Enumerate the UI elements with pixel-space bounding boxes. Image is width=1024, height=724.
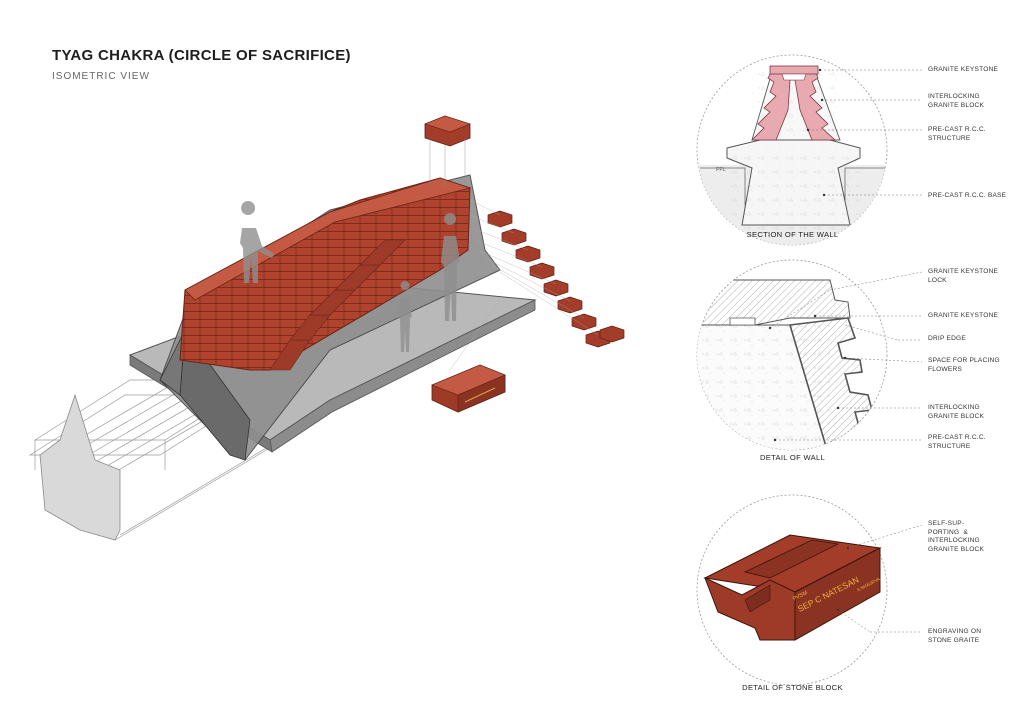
ffl-mark: FFL bbox=[716, 167, 726, 173]
isometric-view bbox=[28, 115, 625, 541]
exploded-engraved-block bbox=[431, 364, 506, 413]
label-interlocking-granite: INTERLOCKING GRANITE BLOCK bbox=[928, 404, 985, 420]
end-profile-ghost bbox=[39, 393, 121, 541]
label-interlocking-block: INTERLOCKING GRANITE BLOCK bbox=[928, 93, 985, 109]
label-flower-space: SPACE FOR PLACING FLOWERS bbox=[928, 357, 1000, 373]
label-granite-keystone: GRANITE KEYSTONE bbox=[928, 66, 999, 73]
caption-section-wall: SECTION OF THE WALL bbox=[746, 230, 839, 239]
wall-detail bbox=[696, 259, 923, 451]
label-rcc-structure: PRE-CAST R.C.C. STRUCTURE bbox=[928, 126, 986, 142]
page-subtitle: ISOMETRIC VIEW bbox=[52, 71, 150, 82]
section-wall-detail: FFL bbox=[696, 54, 922, 246]
label-drip-edge: DRIP EDGE bbox=[928, 335, 966, 342]
label-self-supporting: SELF-SUP- PORTING & INTERLOCKING GRANITE… bbox=[928, 520, 985, 553]
exploded-blocks bbox=[487, 210, 625, 348]
projection-lines bbox=[449, 199, 599, 371]
label-engraving: ENGRAVING ON STONE GRAITE bbox=[928, 628, 982, 644]
label-rcc-base: PRE-CAST R.C.C. BASE bbox=[928, 192, 1007, 199]
label-keystone: GRANITE KEYSTONE bbox=[928, 312, 999, 319]
label-rcc-structure-2: PRE-CAST R.C.C. STRUCTURE bbox=[928, 434, 986, 450]
exploded-keystone bbox=[424, 115, 471, 188]
label-keystone-lock: GRANITE KEYSTONE LOCK bbox=[928, 268, 999, 284]
stone-block-detail bbox=[696, 494, 923, 686]
human-figures bbox=[240, 201, 460, 352]
caption-detail-wall: DETAIL OF WALL bbox=[759, 453, 826, 462]
caption-stone-block: DETAIL OF STONE BLOCK bbox=[742, 683, 843, 692]
page-title: TYAG CHAKRA (CIRCLE OF SACRIFICE) bbox=[52, 47, 351, 64]
